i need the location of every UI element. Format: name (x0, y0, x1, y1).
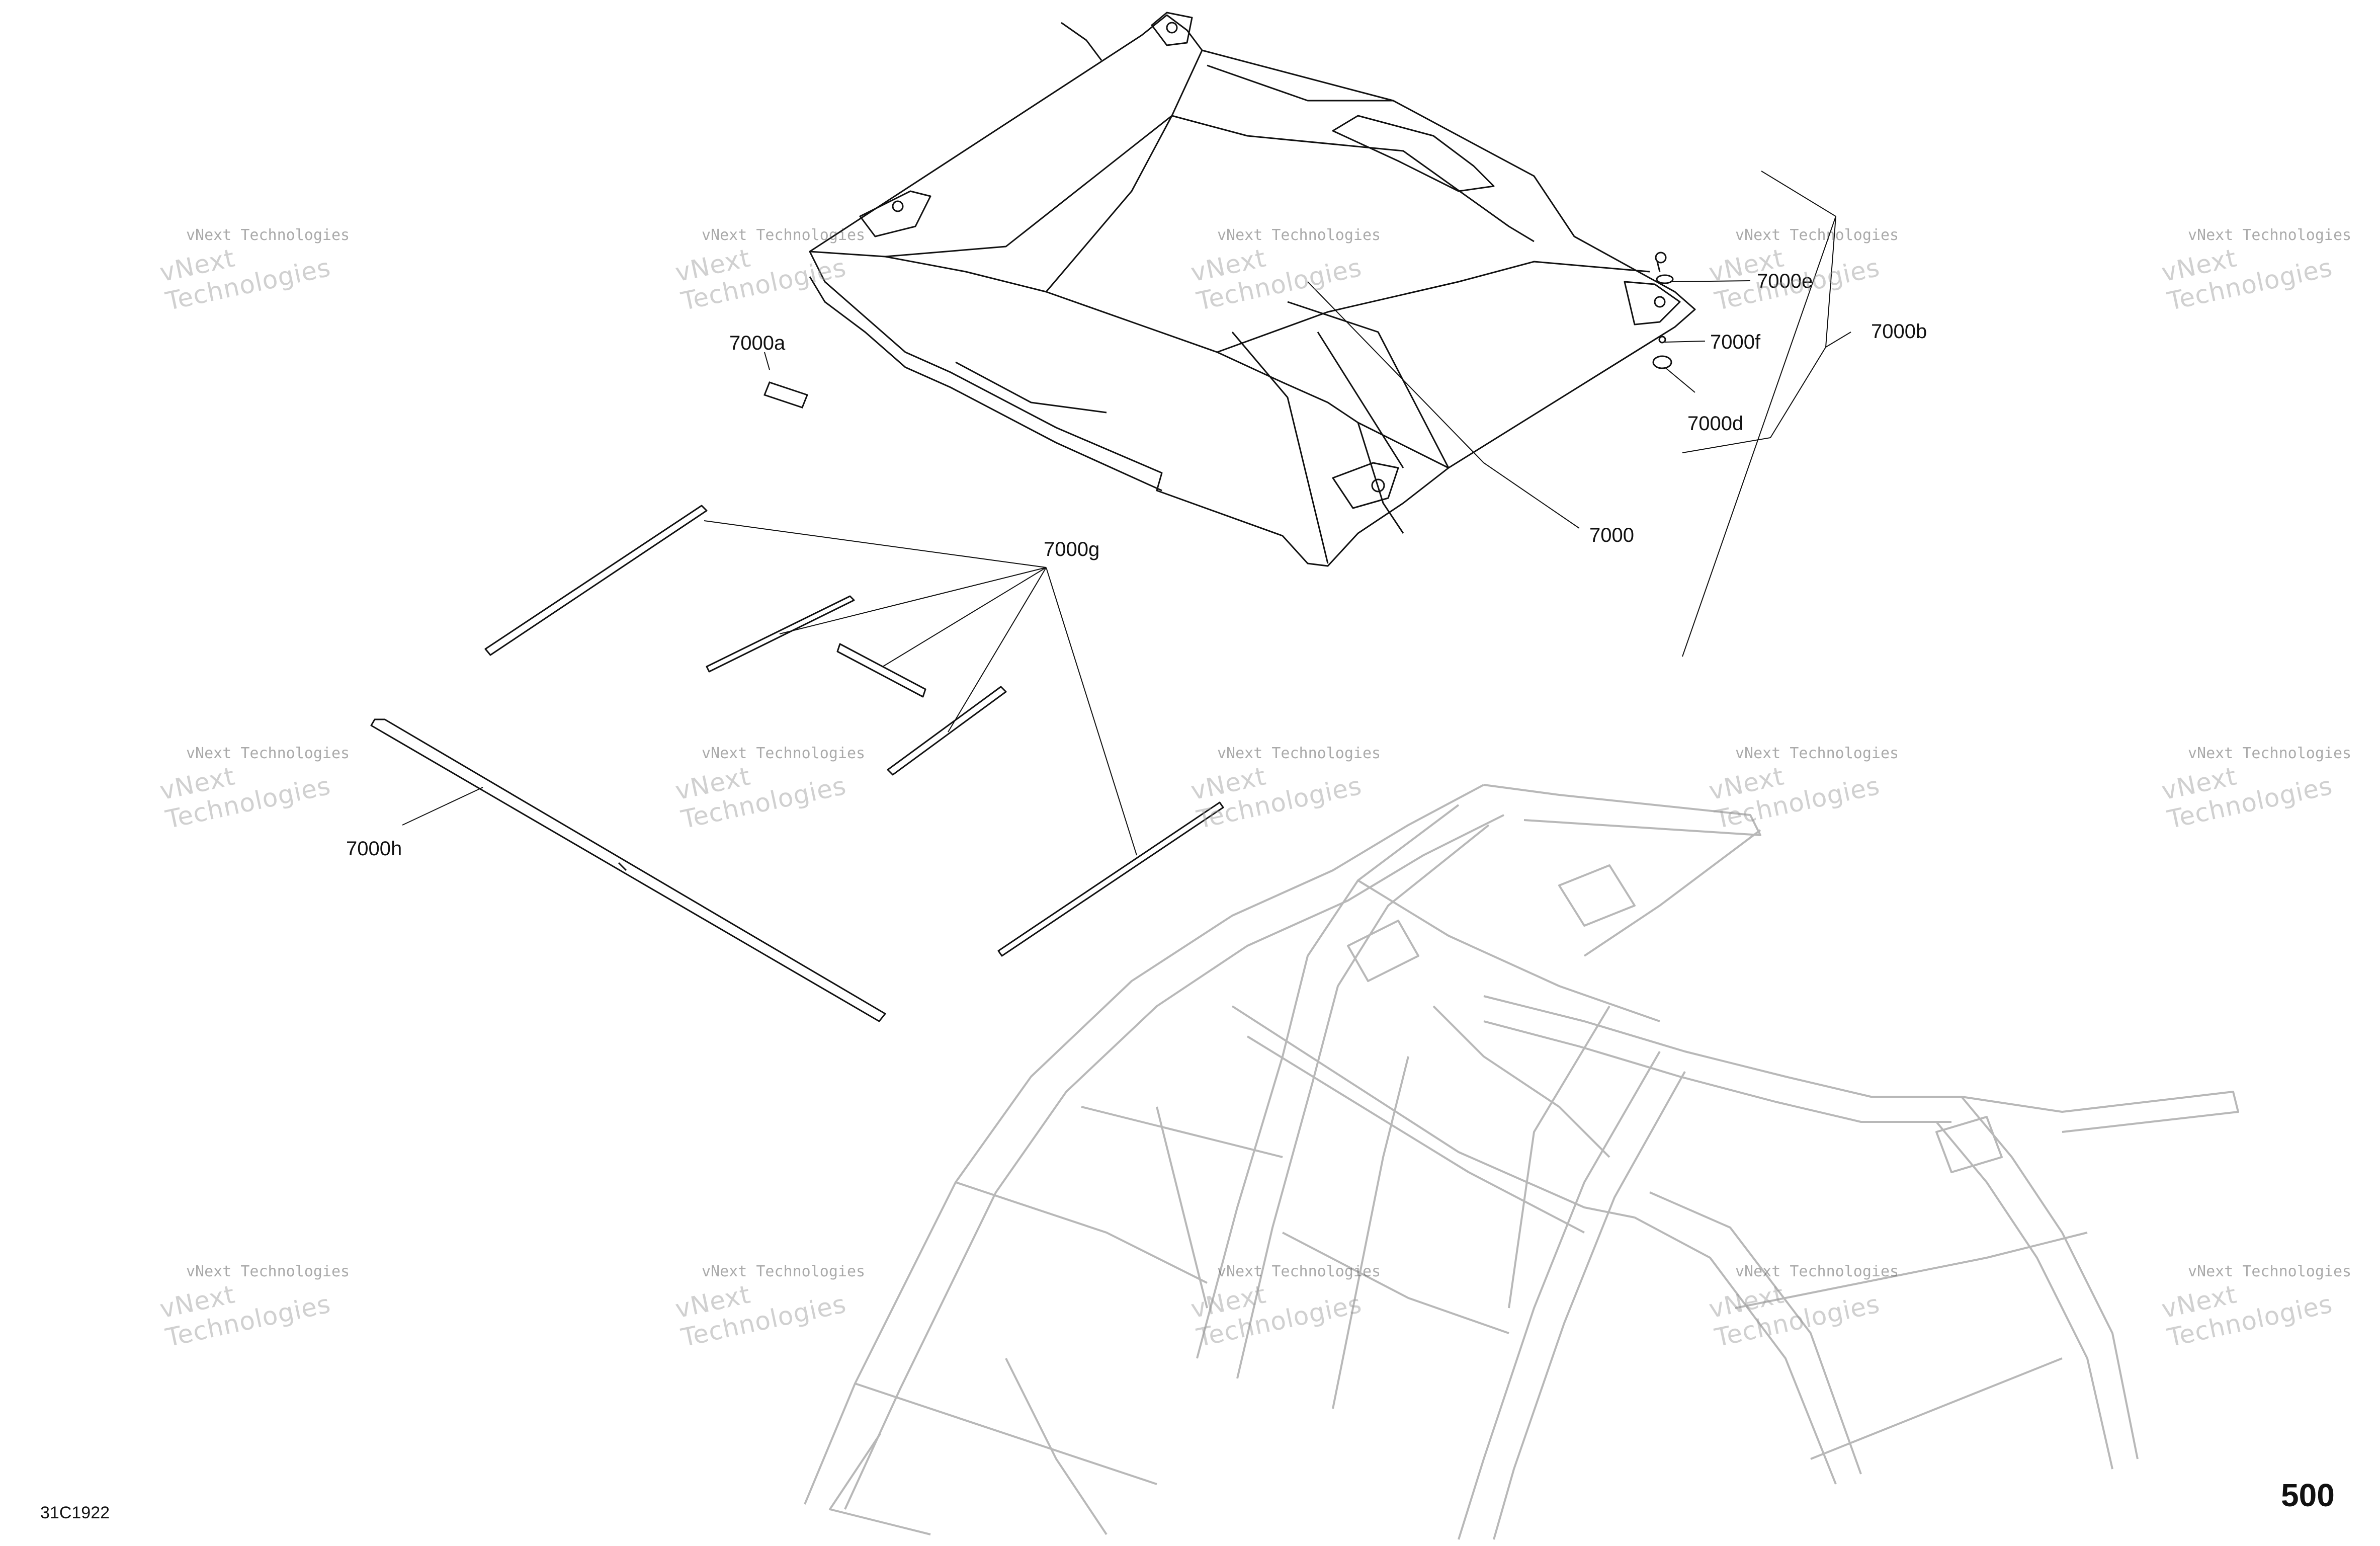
callout-7000b: 7000b (1871, 320, 1927, 343)
part-7000a-shape (763, 381, 808, 409)
seal-strips (370, 505, 1224, 1022)
vehicle-roll-cage (804, 784, 2239, 1540)
callout-7000: 7000 (1589, 524, 1634, 546)
callout-7000e: 7000e (1757, 270, 1813, 292)
callout-7000g: 7000g (1044, 538, 1099, 560)
small-parts (763, 252, 1674, 409)
roof-panel (809, 12, 1696, 567)
callout-labels: 7000a 7000b 7000e 7000f 7000d 7000 7000g… (346, 270, 1927, 860)
page-number: 500 (2281, 1477, 2335, 1513)
callout-7000a: 7000a (729, 332, 786, 354)
callout-7000h: 7000h (346, 838, 402, 860)
spacer-7000f (1658, 336, 1666, 344)
callout-7000f: 7000f (1710, 331, 1761, 353)
nut-7000d (1652, 355, 1672, 369)
washer-7000e (1656, 274, 1674, 284)
callout-7000d: 7000d (1687, 413, 1743, 435)
screw-7000e-top (1655, 252, 1667, 264)
diagram-code: 31C1922 (40, 1503, 110, 1522)
leader-lines (402, 171, 1851, 856)
screw-shank (1656, 261, 1661, 272)
